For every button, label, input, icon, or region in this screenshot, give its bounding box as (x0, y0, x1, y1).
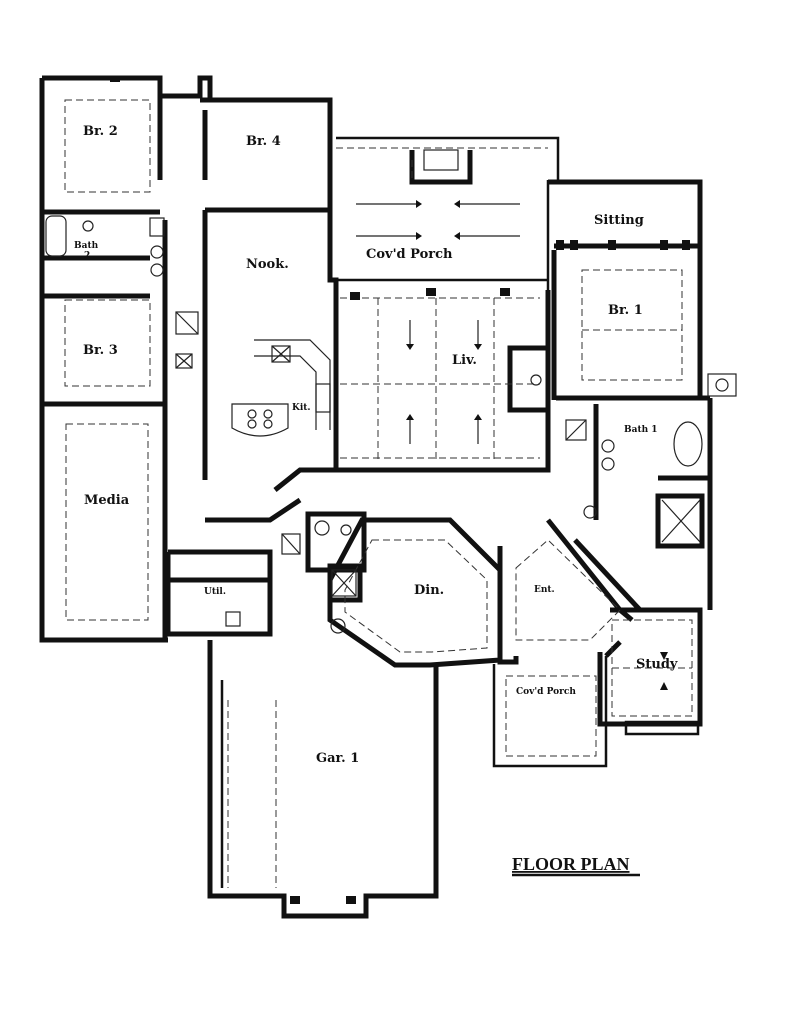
label-bath2-a: Bath (74, 241, 99, 251)
label-ent: Ent. (534, 585, 555, 595)
ceiling-dashes (64, 99, 693, 888)
label-bath1: Bath 1 (624, 425, 658, 435)
label-covd-porch-rear: Cov'd Porch (366, 247, 453, 262)
label-util: Util. (204, 587, 226, 597)
label-kit: Kit. (292, 403, 311, 413)
fixtures (45, 76, 737, 904)
label-gar1: Gar. 1 (316, 751, 359, 766)
label-br3: Br. 3 (83, 343, 118, 358)
label-br4: Br. 4 (246, 134, 281, 149)
label-bath2-b: 2 (84, 251, 90, 261)
label-br2: Br. 2 (83, 124, 118, 139)
label-media: Media (84, 493, 130, 508)
room-labels: Br. 2 Br. 4 Bath 2 Nook. Cov'd Porch Sit… (74, 124, 678, 766)
label-study: Study (636, 657, 678, 672)
label-covd-porch-front: Cov'd Porch (516, 687, 576, 697)
label-br1: Br. 1 (608, 303, 643, 318)
label-din: Din. (414, 583, 444, 598)
plan-title: FLOOR PLAN (512, 854, 630, 874)
exterior-walls (39, 75, 713, 919)
label-sitting: Sitting (594, 213, 644, 228)
label-nook: Nook. (246, 257, 289, 272)
label-liv: Liv. (452, 353, 477, 368)
